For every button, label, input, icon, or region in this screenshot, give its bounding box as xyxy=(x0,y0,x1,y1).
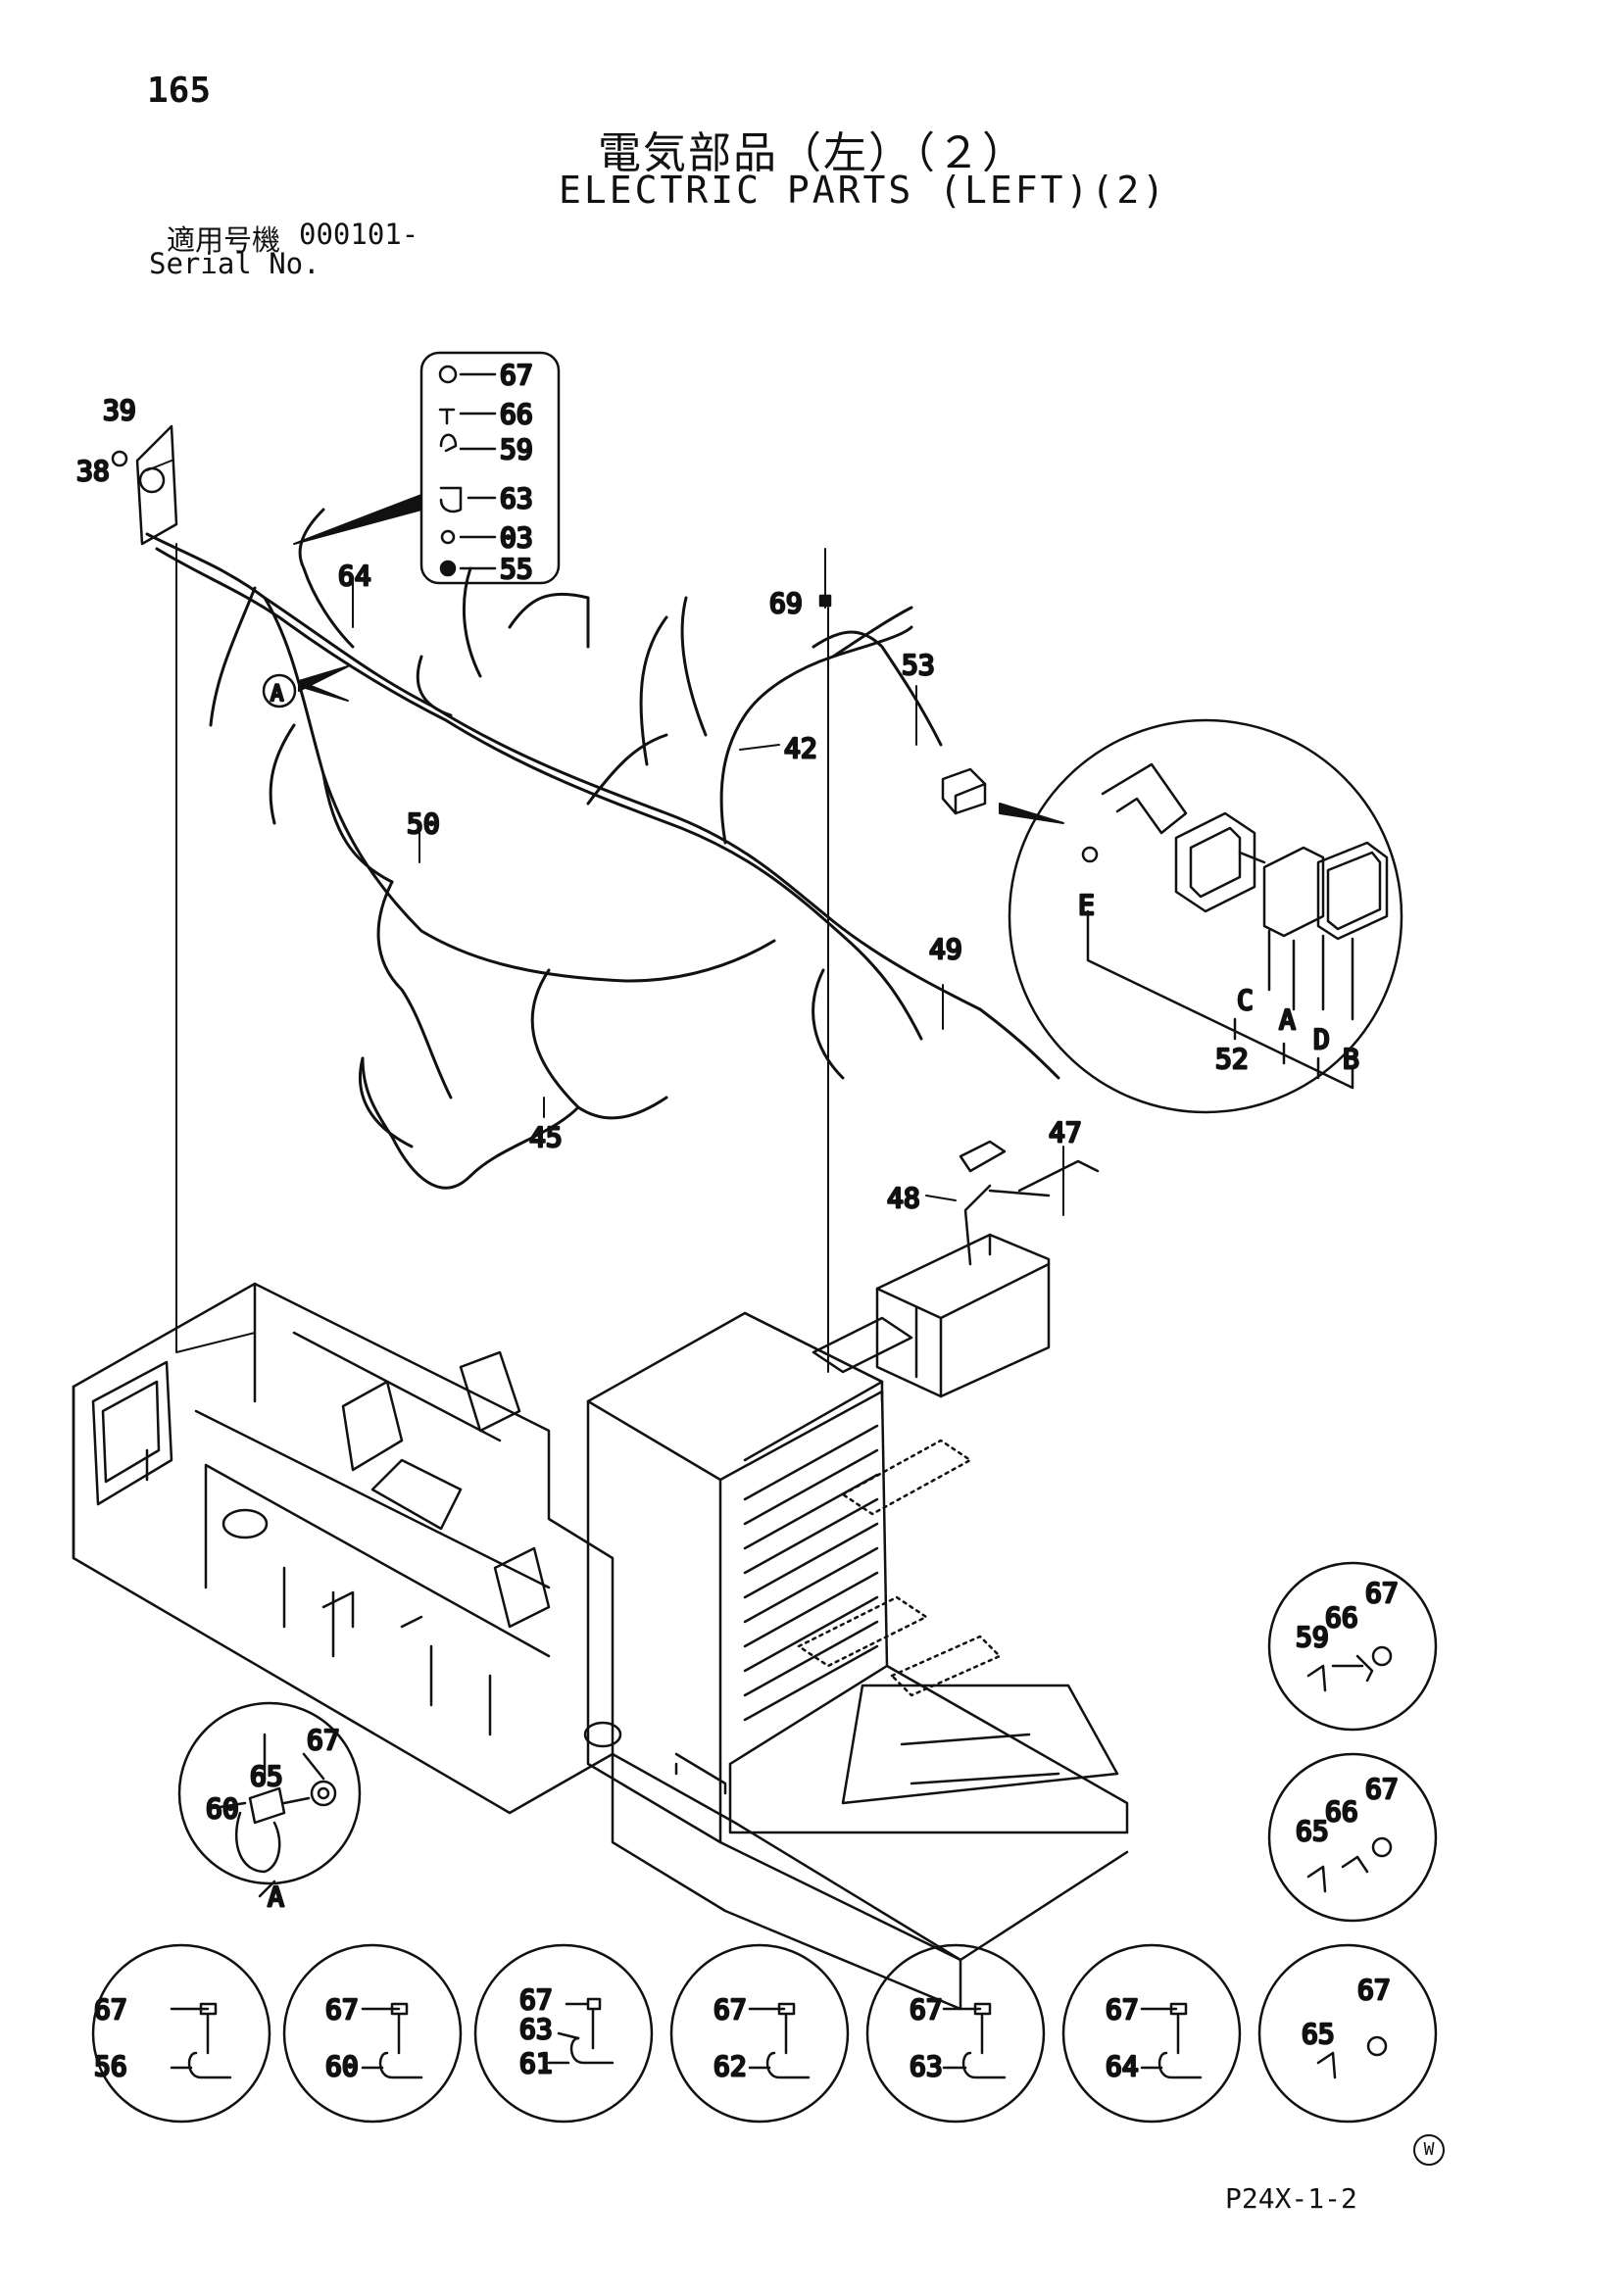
detail-a-marker xyxy=(262,673,297,708)
callout-39: 39 xyxy=(103,394,136,426)
right-2-67: 67 xyxy=(1365,1773,1399,1805)
detail-a-circle xyxy=(177,1701,362,1885)
bottom-7-right: 67 xyxy=(1357,1974,1391,2006)
callout-stack-1: 66 xyxy=(500,398,533,430)
bottom-3-top: 67 xyxy=(519,1983,553,2016)
callout-52: 52 xyxy=(1215,1043,1249,1075)
headlamp-icon xyxy=(941,767,987,815)
right-2-65: 65 xyxy=(1296,1815,1329,1847)
bottom-1-top: 67 xyxy=(94,1993,127,2026)
page-title-japanese: 電気部品（左）（２） xyxy=(598,128,1027,178)
bottom-3-middle: 63 xyxy=(519,2013,553,2045)
bolt-69 xyxy=(818,594,832,608)
callout-47: 47 xyxy=(1049,1116,1082,1148)
bottom-3-bottom: 61 xyxy=(519,2047,553,2079)
callout-stack-3: 63 xyxy=(500,482,533,514)
bottom-1-bottom: 56 xyxy=(94,2050,127,2082)
bottom-2-bottom: 60 xyxy=(325,2050,359,2082)
leader-lines xyxy=(146,460,1064,1373)
callout-42: 42 xyxy=(784,732,817,764)
machine-frame xyxy=(72,1282,622,1815)
detail-a-marker-label: A xyxy=(271,682,283,707)
battery-pair xyxy=(875,1140,1100,1398)
bottom-detail-5 xyxy=(865,1943,1046,2124)
right-1-67: 67 xyxy=(1365,1577,1399,1609)
lamp-detail xyxy=(1008,718,1403,1114)
bottom-4-top: 67 xyxy=(714,1993,747,2026)
grommet-part xyxy=(111,424,178,546)
lamp-letter-d: D xyxy=(1313,1023,1330,1055)
bottom-detail-1 xyxy=(91,1943,271,2124)
callout-48: 48 xyxy=(887,1182,920,1214)
right-1-59: 59 xyxy=(1296,1621,1329,1653)
right-1-66: 66 xyxy=(1325,1601,1358,1634)
lamp-letter-e: E xyxy=(1078,889,1095,921)
detail-a-65: 65 xyxy=(250,1760,283,1792)
serial-label-japanese: 適用号機 xyxy=(167,223,281,257)
detail-a-67: 67 xyxy=(307,1724,340,1756)
right-detail-1 xyxy=(1267,1561,1438,1732)
callout-stack-0: 67 xyxy=(500,359,533,391)
callout-stack-5: 55 xyxy=(500,553,533,585)
detail-a-60: 60 xyxy=(206,1792,239,1825)
right-detail-2 xyxy=(1267,1752,1438,1923)
serial-number-value: 000101- xyxy=(299,218,419,251)
callout-38: 38 xyxy=(76,455,110,487)
callout-49: 49 xyxy=(929,933,962,965)
bottom-2-top: 67 xyxy=(325,1993,359,2026)
bottom-6-bottom: 64 xyxy=(1106,2050,1139,2082)
bottom-detail-4 xyxy=(669,1943,850,2124)
lamp-letter-c: C xyxy=(1237,984,1254,1016)
fastener-stack-box xyxy=(419,351,561,585)
detail-a-leader xyxy=(258,1880,276,1898)
page-number: 165 xyxy=(147,71,212,111)
bottom-7-left: 65 xyxy=(1302,2018,1335,2050)
callout-53: 53 xyxy=(902,649,935,681)
right-2-66: 66 xyxy=(1325,1795,1358,1828)
bottom-detail-3 xyxy=(473,1943,654,2124)
serial-label-english: Serial No. xyxy=(149,247,320,280)
callout-45: 45 xyxy=(529,1121,563,1153)
callout-64: 64 xyxy=(338,560,371,592)
callout-69: 69 xyxy=(769,587,803,619)
lamp-letter-b: B xyxy=(1343,1043,1359,1075)
page-title-english: ELECTRIC PARTS (LEFT)(2) xyxy=(559,169,1168,212)
bottom-detail-6 xyxy=(1061,1943,1242,2124)
detail-a-label: A xyxy=(268,1881,284,1913)
bottom-6-top: 67 xyxy=(1106,1993,1139,2026)
bottom-detail-7 xyxy=(1257,1943,1438,2124)
bottom-detail-2 xyxy=(282,1943,463,2124)
lamp-letter-a: A xyxy=(1279,1003,1296,1036)
storage-compartment xyxy=(586,1311,1129,2011)
callout-50: 50 xyxy=(407,807,440,840)
callout-stack-2: 59 xyxy=(500,433,533,465)
watermark-symbol: W xyxy=(1413,2134,1445,2166)
bottom-4-bottom: 62 xyxy=(714,2050,747,2082)
drawing-reference-code: P24X-1-2 xyxy=(1225,2182,1357,2215)
bottom-5-top: 67 xyxy=(910,1993,943,2026)
bottom-5-bottom: 63 xyxy=(910,2050,943,2082)
callout-stack-4: 03 xyxy=(500,521,533,554)
wire-harness xyxy=(145,508,1060,1190)
